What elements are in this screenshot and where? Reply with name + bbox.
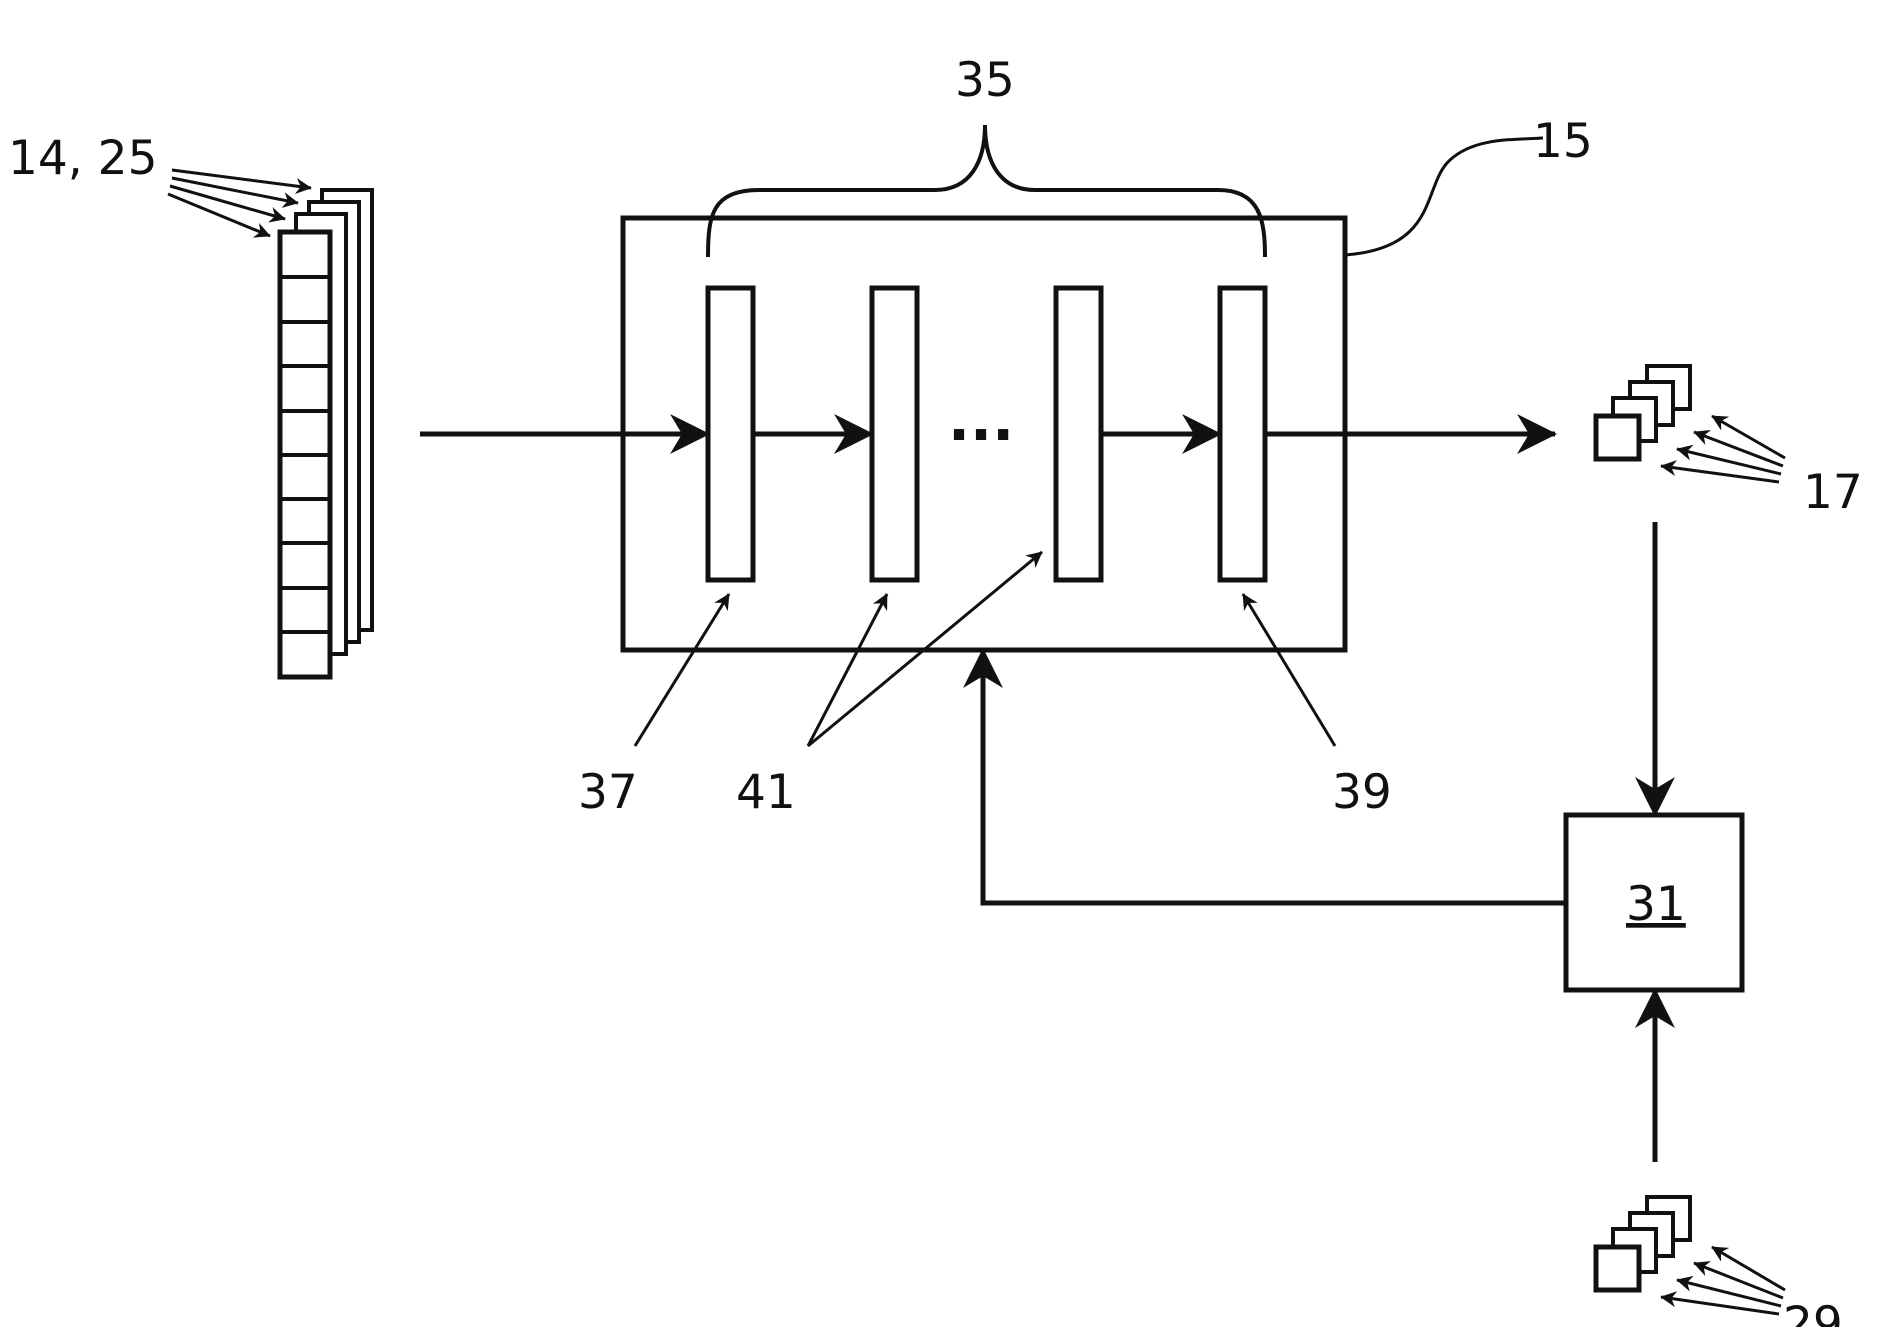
input-layer	[708, 288, 753, 580]
reference-data-stack	[1596, 1197, 1690, 1290]
output-data-leader-arrows	[1661, 416, 1785, 482]
label-input-layer: 37	[578, 765, 638, 820]
label-network: 15	[1533, 114, 1593, 169]
output-layer	[1220, 288, 1265, 580]
label-layer-group: 35	[955, 53, 1015, 108]
input-data-leader-arrows	[168, 170, 311, 236]
hidden-layer-1	[872, 288, 917, 580]
reference-data-leader-arrows	[1661, 1247, 1785, 1314]
feedback-arrow	[983, 650, 1566, 903]
output-data-stack	[1596, 366, 1690, 459]
label-reference-data: 29	[1783, 1297, 1843, 1327]
input-data-stack	[280, 190, 372, 677]
label-comparator: 31	[1626, 877, 1686, 932]
network-leader-line	[1345, 138, 1543, 255]
hidden-layer-2	[1056, 288, 1101, 580]
label-hidden-layers: 41	[736, 765, 796, 820]
ellipsis-more-layers: ...	[948, 386, 1014, 454]
label-input-data: 14, 25	[8, 131, 158, 186]
label-output-data: 17	[1803, 465, 1863, 520]
label-output-layer: 39	[1332, 765, 1392, 820]
layer-group-brace	[708, 125, 1265, 257]
